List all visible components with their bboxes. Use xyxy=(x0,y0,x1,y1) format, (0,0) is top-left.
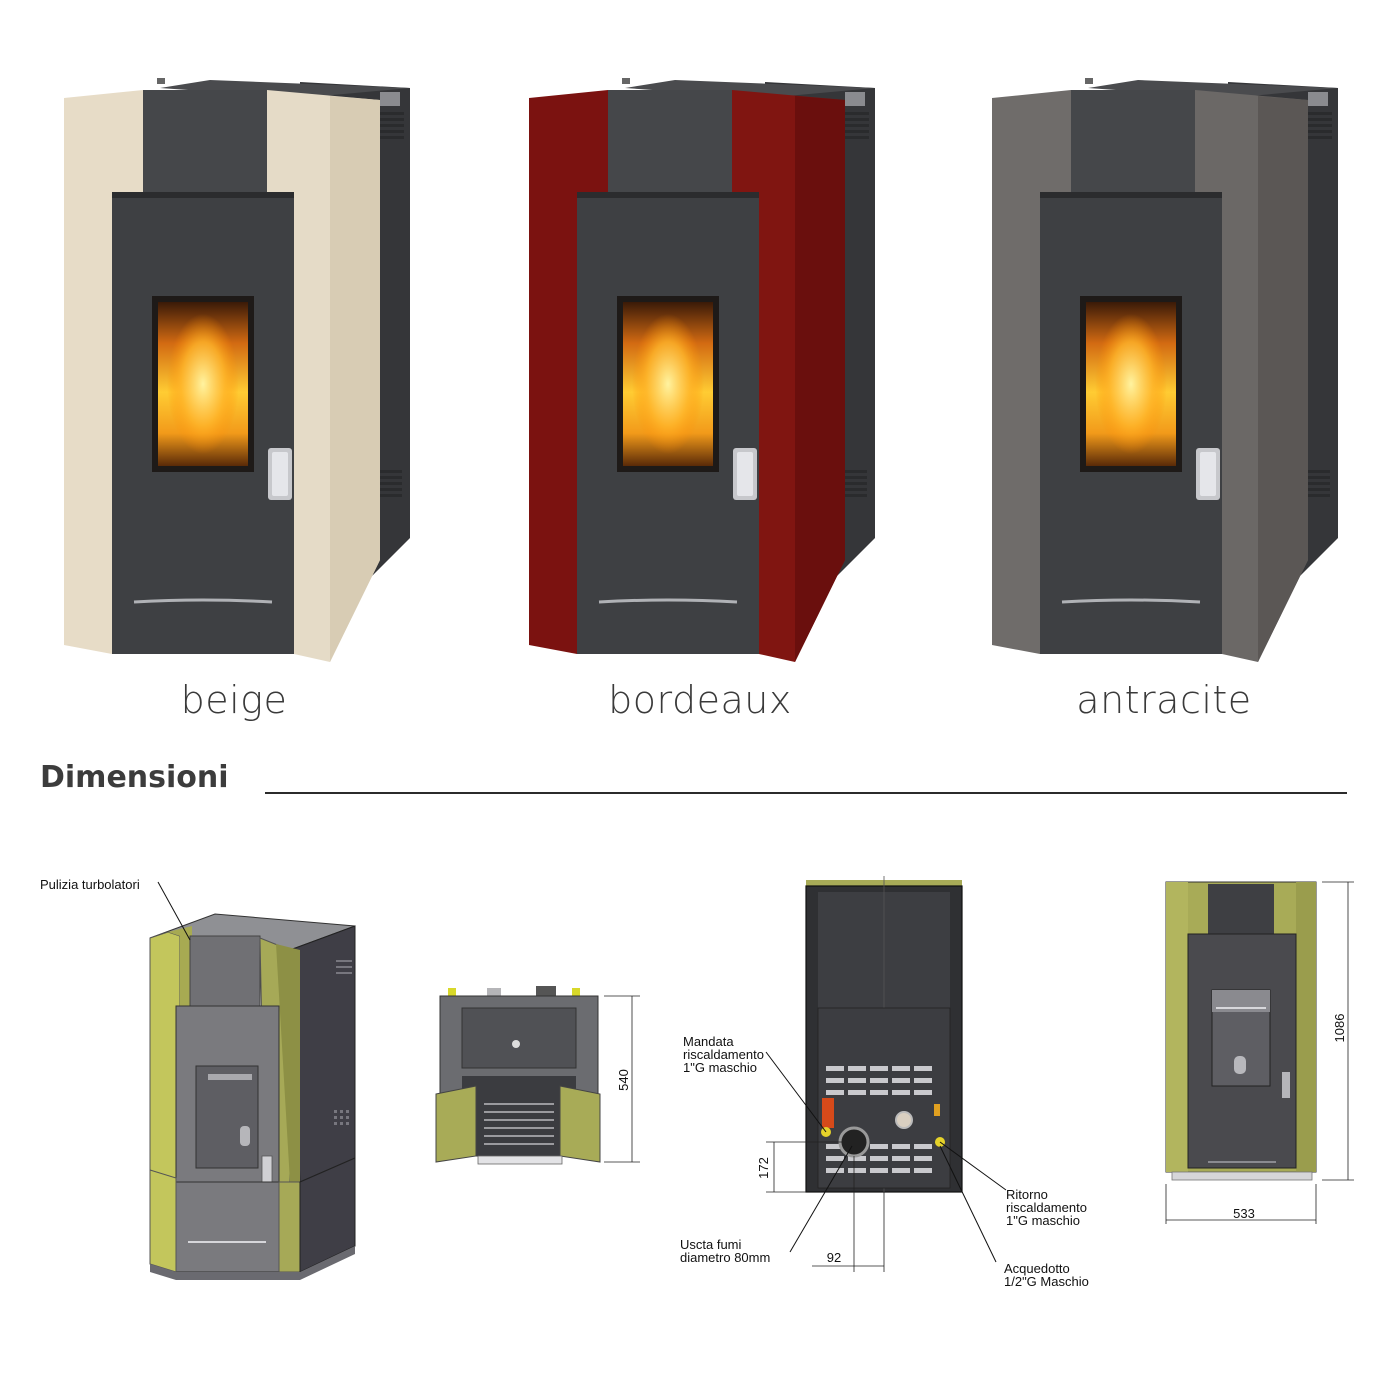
stove-variants-illustration xyxy=(64,76,1340,662)
dim-outlet-height-172: 172 xyxy=(756,1157,771,1179)
variant-label-beige: beige xyxy=(180,678,288,722)
callout-ritorno: Ritorno riscaldamento 1"G maschio xyxy=(1006,1187,1087,1228)
callout-uscita-fumi: Uscta fumi diametro 80mm xyxy=(680,1237,771,1265)
dim-depth-540: 540 xyxy=(616,1069,631,1091)
stove-beige xyxy=(64,76,412,662)
front-view-drawing xyxy=(1165,881,1354,1224)
section-title: Dimensioni xyxy=(40,760,229,795)
label-pulizia-turbolatori: Pulizia turbolatori xyxy=(40,877,140,892)
isometric-drawing xyxy=(149,881,356,1280)
rear-view-drawing xyxy=(765,876,1007,1272)
callout-mandata: Mandata riscaldamento 1"G maschio xyxy=(683,1034,764,1075)
stove-antracite xyxy=(992,76,1340,662)
dim-outlet-offset-92: 92 xyxy=(827,1250,841,1265)
dim-width-533: 533 xyxy=(1233,1206,1255,1221)
variant-label-bordeaux: bordeaux xyxy=(608,678,792,722)
variant-label-antracite: antracite xyxy=(1076,678,1252,722)
top-view-drawing xyxy=(435,986,640,1165)
dim-height-1086: 1086 xyxy=(1332,1014,1347,1043)
technical-drawings: Pulizia turbolatori 540 xyxy=(40,876,1354,1280)
section-divider xyxy=(265,792,1347,794)
stove-bordeaux xyxy=(529,76,877,662)
callout-acquedotto: Acquedotto 1/2"G Maschio xyxy=(1004,1261,1089,1289)
